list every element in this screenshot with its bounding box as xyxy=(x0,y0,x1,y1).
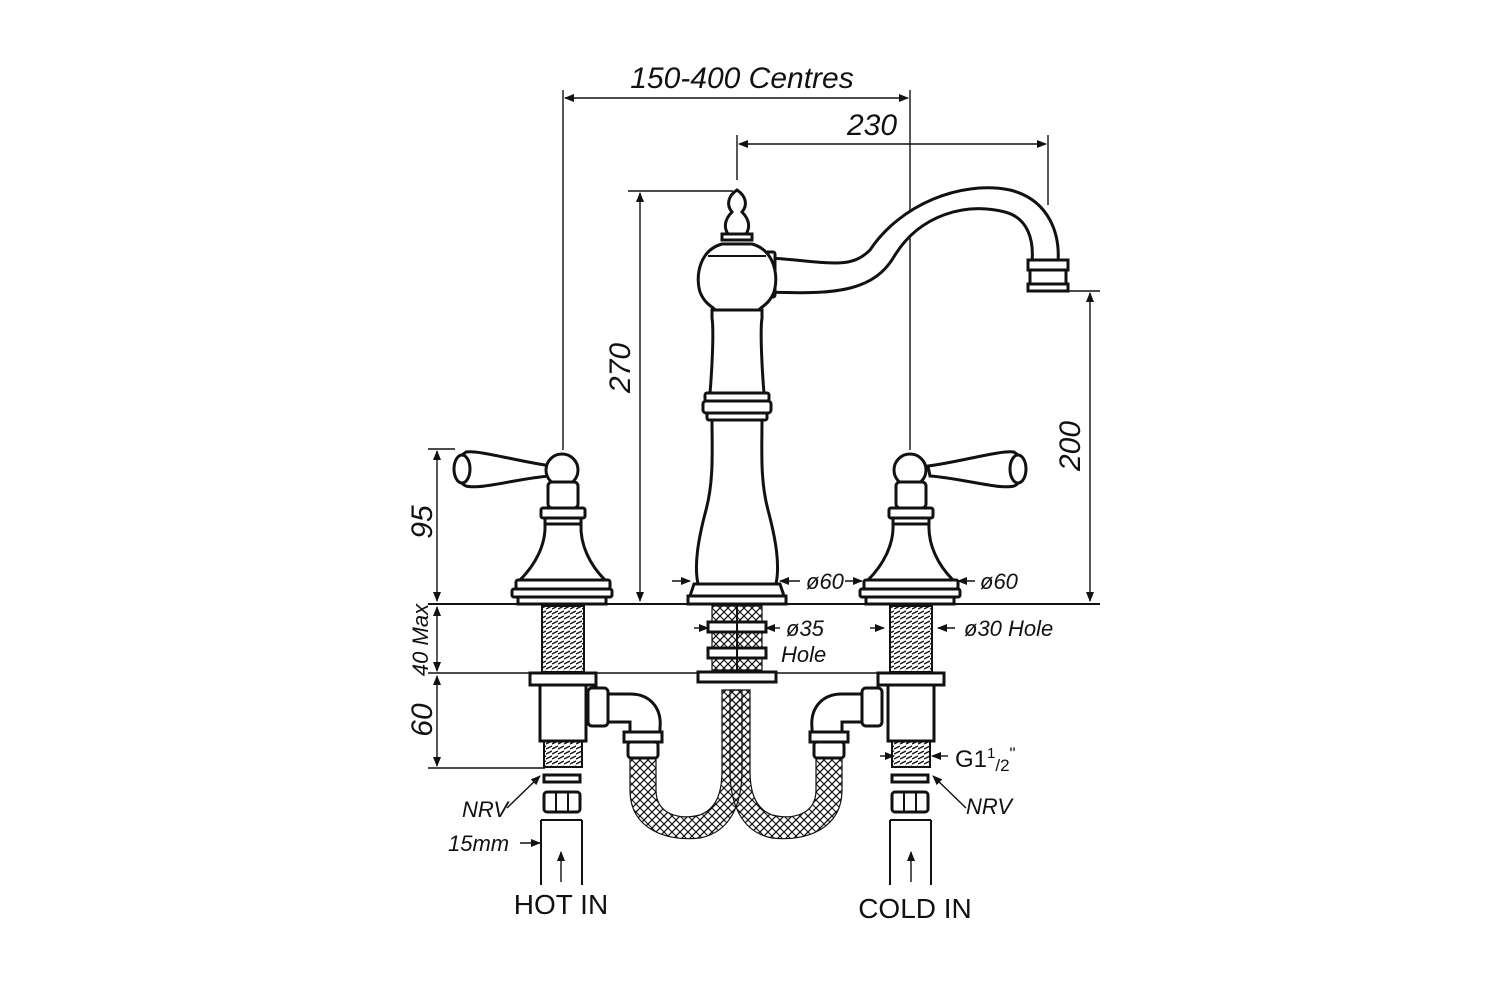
finial xyxy=(723,188,751,236)
hot-bell xyxy=(516,522,609,582)
handle-height-label: 95 xyxy=(406,505,439,539)
cold-in-label: COLD IN xyxy=(858,893,972,924)
hot-threaded-shank xyxy=(541,605,585,673)
hot-tail xyxy=(538,683,588,743)
side-hole-label: ø30 Hole xyxy=(964,616,1053,641)
ball-head xyxy=(696,242,778,312)
lower-column xyxy=(694,418,780,586)
overall-height-label: 270 xyxy=(604,343,637,394)
spout-height-label: 200 xyxy=(1054,421,1087,472)
cold-hose xyxy=(729,689,843,840)
cold-bell xyxy=(864,522,957,582)
annotations: 150-400 Centres 230 270 200 95 40 Max 60… xyxy=(406,62,1087,924)
cold-nrv xyxy=(890,790,930,814)
cold-tail xyxy=(886,683,936,743)
cold-threaded-shank xyxy=(889,605,933,673)
centre-hole-word-label: Hole xyxy=(781,642,826,667)
pipe-size-label: 15mm xyxy=(448,831,509,856)
cold-tap-assembly xyxy=(808,450,1028,885)
nrv-right-label: NRV xyxy=(966,794,1014,819)
upper-column xyxy=(708,308,766,395)
base-diameter-right-label: ø60 xyxy=(980,569,1019,594)
reach-label: 230 xyxy=(846,109,897,142)
thread-size-label: G11/2" xyxy=(955,744,1016,775)
centre-hole-diameter-label: ø35 xyxy=(786,616,825,641)
spout-base xyxy=(687,582,787,598)
spout-backnut xyxy=(696,670,778,684)
hot-tap-assembly xyxy=(452,450,664,885)
tail-length-label: 60 xyxy=(406,703,439,737)
spout-body xyxy=(686,186,1070,684)
base-diameter-centre-label: ø60 xyxy=(806,569,845,594)
cold-backnut xyxy=(876,671,946,687)
hot-nrv xyxy=(542,790,582,814)
spout-arm xyxy=(768,186,1060,295)
centres-label: 150-400 Centres xyxy=(630,62,853,95)
nrv-left-label: NRV xyxy=(462,797,510,822)
max-bench-label: 40 Max xyxy=(408,603,433,676)
spout-outlet xyxy=(1028,268,1068,286)
braided-hoses xyxy=(629,689,843,840)
hot-in-label: HOT IN xyxy=(514,889,608,920)
hot-backnut xyxy=(528,671,598,687)
